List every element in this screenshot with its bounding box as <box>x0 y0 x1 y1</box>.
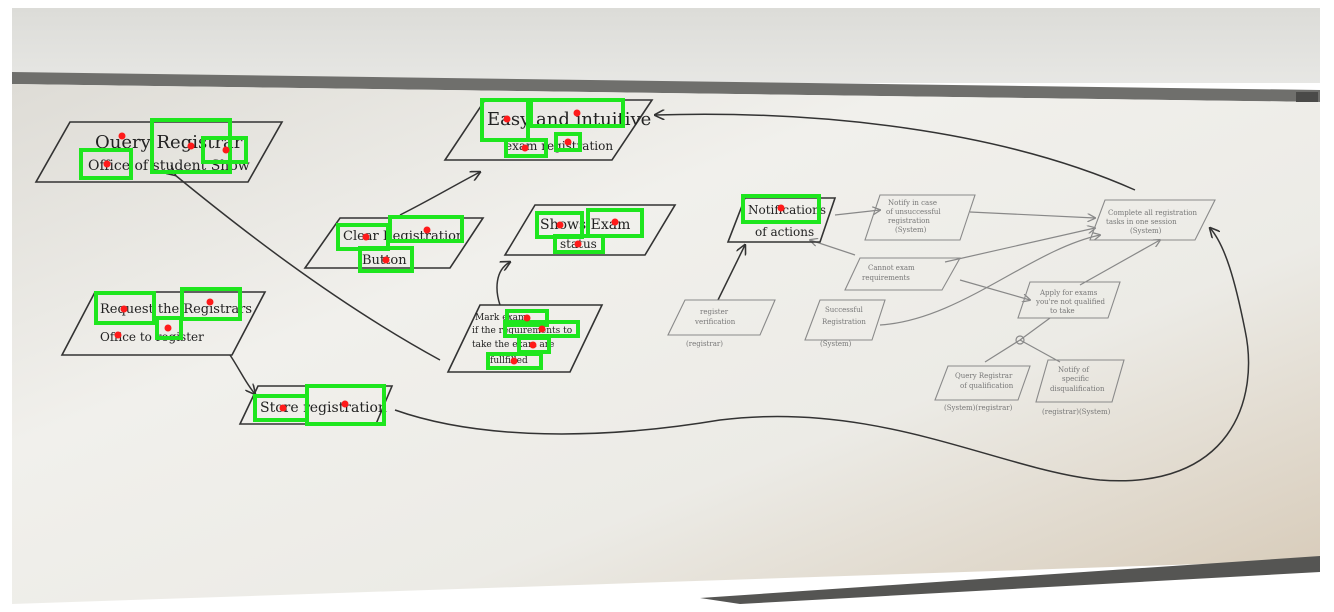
faint-note-shapes <box>667 194 1216 403</box>
faint-register-line1: register <box>700 308 729 316</box>
faint-cannot-line1: Cannot exam <box>868 264 915 272</box>
note-mark-line2: if the requirements to <box>472 326 572 336</box>
detection-box <box>94 291 156 325</box>
faint-notify-line2: of unsuccessful <box>886 208 941 216</box>
detection-box <box>201 136 248 164</box>
note-store-line1: Store registration <box>260 400 387 416</box>
note-mark-line4: fullfilled <box>490 356 528 366</box>
faint-complete-line2: tasks in one session <box>1106 218 1177 226</box>
detection-point <box>777 204 785 212</box>
detection-point <box>118 132 126 140</box>
note-request-line1: Request the Registrars <box>100 302 252 317</box>
detection-point <box>503 115 511 123</box>
note-mark-line3: take the exam are <box>472 340 554 350</box>
faint-cannot-line2: requirements <box>862 274 910 282</box>
detection-box <box>155 316 183 340</box>
detection-point <box>362 233 370 241</box>
top-rail <box>12 72 1320 102</box>
faint-register-line2: verification <box>694 318 736 326</box>
detection-box <box>529 98 625 128</box>
note-notifications-line1: Notifications <box>748 203 826 217</box>
connectors <box>175 114 1250 482</box>
detection-box <box>180 287 242 321</box>
detection-point <box>523 314 531 322</box>
faint-query-qual-line1: Query Registrar <box>955 372 1013 380</box>
faint-apply-line1: Apply for exams <box>1039 289 1098 297</box>
note-mark-line1: Mark exam <box>475 313 527 323</box>
faint-notify-line3: registration <box>888 217 930 225</box>
note-request-line2: Office to register <box>100 330 204 344</box>
detection-point <box>510 357 518 365</box>
detection-point <box>341 400 349 408</box>
detection-overlay <box>79 98 821 426</box>
detection-point <box>120 305 128 313</box>
detection-point <box>222 146 230 154</box>
detection-box <box>504 138 548 158</box>
faint-complete-line3: (System) <box>1130 227 1162 235</box>
detection-point <box>529 341 537 349</box>
faint-apply-line2: you're not qualified <box>1035 298 1106 306</box>
detection-box <box>553 234 605 254</box>
detection-point <box>164 324 172 332</box>
faint-notify-qual-line2: specific <box>1062 375 1089 383</box>
detection-box <box>554 132 582 152</box>
detection-box <box>358 246 414 273</box>
faint-notify-line4: (System) <box>895 226 927 234</box>
faint-successful-line2: Registration <box>822 318 866 326</box>
note-notifications-line2: of actions <box>755 225 814 239</box>
faint-query-qual-line2: of qualification <box>960 382 1014 390</box>
detection-box <box>79 148 133 180</box>
detection-point <box>279 404 287 412</box>
whiteboard-surface <box>12 84 1320 604</box>
detection-box <box>150 118 232 174</box>
detection-point <box>423 226 431 234</box>
faint-notify-line1: Notify in case <box>888 199 937 207</box>
faint-notify-qual-line3: disqualification <box>1050 385 1105 393</box>
detection-point <box>556 221 564 229</box>
detection-box <box>486 352 543 370</box>
detection-box <box>741 194 821 224</box>
detection-point <box>538 325 546 333</box>
faint-register-line3: (registrar) <box>686 340 723 348</box>
bottom-tray <box>700 556 1320 604</box>
detection-box <box>388 215 464 243</box>
faint-successful-line3: (System) <box>820 340 852 348</box>
detection-point <box>382 256 390 264</box>
detection-point <box>206 298 214 306</box>
faint-notify-qual-line1: Notify of <box>1058 366 1090 374</box>
faint-apply-line3: to take <box>1050 307 1075 315</box>
detection-point <box>574 240 582 248</box>
wall <box>12 8 1320 83</box>
detection-point <box>521 144 529 152</box>
detection-point <box>103 160 111 168</box>
faint-notify-qual-line4: (registrar)(System) <box>1042 408 1111 416</box>
detection-point <box>114 331 122 339</box>
detection-point <box>573 109 581 117</box>
note-shows-line1: Shows Exam <box>540 217 630 233</box>
faint-successful-line1: Successful <box>825 306 864 314</box>
detection-point <box>611 218 619 226</box>
detection-point <box>187 142 195 150</box>
note-easy-line2: exam registration <box>505 139 613 153</box>
detection-box <box>505 309 549 327</box>
detection-box <box>305 384 386 426</box>
faint-note-text-group: Notify in case of unsuccessful registrat… <box>686 199 1198 416</box>
detection-box <box>586 208 644 238</box>
detection-point <box>564 138 572 146</box>
faint-query-qual-line3: (System)(registrar) <box>944 404 1013 412</box>
faint-complete-line1: Complete all registration <box>1108 209 1198 217</box>
